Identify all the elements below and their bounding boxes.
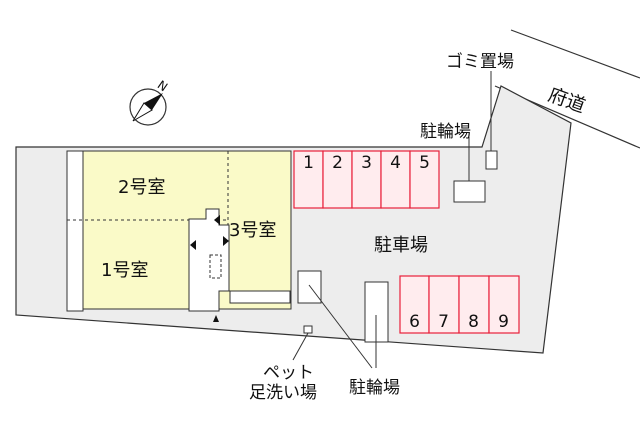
entrance-hall — [188, 208, 230, 312]
parking-number-2: 2 — [332, 153, 343, 173]
parking-space-7 — [428, 275, 460, 334]
parking-space-3 — [351, 150, 382, 209]
building-balcony-strip — [66, 150, 84, 312]
room1-label: 1号室 — [101, 260, 149, 281]
parking-space-9 — [488, 275, 520, 334]
parking-number-9: 9 — [498, 312, 509, 332]
room3-balcony — [229, 290, 291, 304]
parking-number-3: 3 — [361, 153, 372, 173]
entry-arrow-room3 — [223, 236, 229, 246]
bike-parking-top-box — [453, 180, 486, 203]
pet-wash-label-line1: ペット — [263, 363, 314, 383]
parking-space-6 — [399, 275, 430, 334]
parking-number-5: 5 — [419, 153, 430, 173]
parking-number-7: 7 — [438, 312, 449, 332]
parking-space-8 — [458, 275, 490, 334]
parking-number-4: 4 — [390, 153, 401, 173]
garbage-box — [485, 150, 498, 170]
parking-number-1: 1 — [303, 153, 314, 173]
room3-label: 3号室 — [229, 220, 277, 241]
parking-space-4 — [380, 150, 411, 209]
building-body — [82, 150, 292, 310]
parking-space-5 — [409, 150, 440, 209]
leader-bike-bottom-1 — [308, 284, 373, 369]
parking-space-2 — [322, 150, 353, 209]
bike-parking-top-label: 駐輪場 — [420, 122, 471, 142]
bike-parking-box-1 — [297, 270, 322, 304]
room2-label: 2号室 — [118, 177, 166, 198]
pet-wash-box — [303, 325, 313, 334]
entry-arrow-room2 — [214, 215, 220, 225]
parking-label: 駐車場 — [374, 235, 428, 256]
bike-parking-bottom-label: 駐輪場 — [349, 378, 400, 398]
north-compass-icon — [129, 88, 167, 126]
leader-pet-wash — [292, 332, 309, 361]
pet-wash-label-line2: 足洗い場 — [249, 383, 317, 403]
entrance-arrow-bottom — [213, 315, 219, 322]
building — [66, 150, 292, 322]
garbage-label: ゴミ置場 — [446, 52, 514, 72]
parking-space-1 — [293, 150, 324, 209]
parking-number-6: 6 — [409, 312, 420, 332]
road-edge-line-top — [510, 29, 640, 79]
entry-arrow-room1 — [190, 240, 196, 250]
parking-row-top — [293, 150, 440, 209]
stair-dashed — [209, 254, 222, 279]
parking-row-bottom — [399, 275, 520, 334]
parking-number-8: 8 — [468, 312, 479, 332]
